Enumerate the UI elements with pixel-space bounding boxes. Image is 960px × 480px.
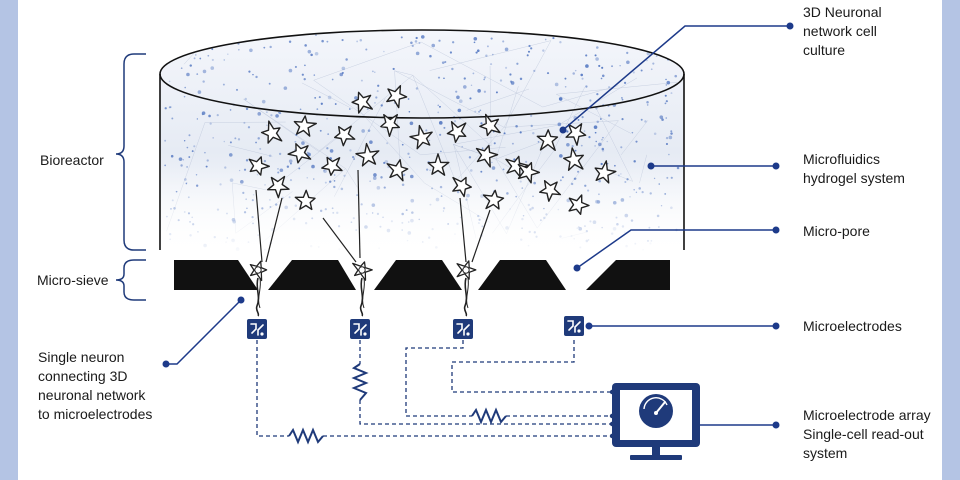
label-readout: Microelectrode array Single-cell read-ou… <box>803 407 931 461</box>
monitor-gauge-icon <box>612 383 700 460</box>
neuron-star-icon <box>568 194 590 216</box>
neuron-star-icon <box>351 91 373 114</box>
bioreactor-bracket <box>115 53 146 251</box>
resistor-icon <box>288 427 324 445</box>
sieve-segment <box>586 260 670 290</box>
sieve-segment <box>478 260 566 290</box>
neuron-star-icon <box>482 189 505 210</box>
neuron-star-icon <box>517 161 541 184</box>
neuron-star-icon <box>536 129 559 152</box>
neuron-cell-icon <box>456 260 477 317</box>
microelectrode-icon <box>350 319 370 339</box>
microelectrodes <box>247 316 584 339</box>
neuron-star-icon <box>563 147 584 172</box>
microelectrode-icon <box>564 316 584 336</box>
pointer-dots <box>162 22 794 429</box>
neuron-stars <box>248 84 617 216</box>
neuron-star-icon <box>565 123 587 146</box>
neuron-star-icon <box>479 113 501 137</box>
microelectrode-icon <box>247 319 267 339</box>
neuron-star-icon <box>293 115 317 137</box>
neuron-star-icon <box>452 176 472 198</box>
wiring <box>256 340 612 437</box>
neuron-star-icon <box>334 125 356 147</box>
sieve-segment <box>174 260 258 290</box>
resistor-icon <box>471 407 507 425</box>
label-bioreactor: Bioreactor <box>40 152 104 168</box>
neuron-star-icon <box>475 144 499 168</box>
microelectrode-icon <box>453 319 473 339</box>
label-micro-pore: Micro-pore <box>803 223 870 239</box>
label-single-neuron: Single neuron connecting 3D neuronal net… <box>38 349 153 422</box>
neuron-star-icon <box>409 124 433 150</box>
resistor-icon <box>351 363 369 401</box>
neuron-star-icon <box>594 160 617 184</box>
pointer-lines <box>166 25 790 426</box>
sieve-segment <box>268 260 356 290</box>
single-neurons <box>249 260 477 317</box>
neuron-cell-icon <box>249 260 268 317</box>
neuron-star-icon <box>427 153 450 176</box>
neuron-star-icon <box>321 156 343 177</box>
neuron-star-icon <box>386 84 408 109</box>
neuron-star-icon <box>539 179 562 202</box>
label-neuronal-network: 3D Neuronal network cell culture <box>803 4 882 58</box>
neuron-cell-icon <box>352 261 373 317</box>
sieve-segment <box>374 260 462 290</box>
label-microelectrodes: Microelectrodes <box>803 318 902 334</box>
neuron-star-icon <box>380 113 400 138</box>
neuron-star-icon <box>294 189 316 211</box>
neuron-star-icon <box>248 156 270 176</box>
neuron-star-icon <box>386 158 409 182</box>
neuron-star-icon <box>355 142 380 167</box>
axon-lines <box>255 169 491 263</box>
neuron-star-icon <box>287 142 312 164</box>
neuron-star-icon <box>505 155 530 178</box>
neuron-star-icon <box>446 120 467 144</box>
neuron-star-icon <box>260 120 283 144</box>
neuron-star-icon <box>267 175 290 199</box>
label-hydrogel: Microfluidics hydrogel system <box>803 151 905 186</box>
label-micro-sieve: Micro-sieve <box>37 272 109 288</box>
micro-sieve <box>174 260 670 290</box>
micro-sieve-bracket <box>115 259 146 301</box>
